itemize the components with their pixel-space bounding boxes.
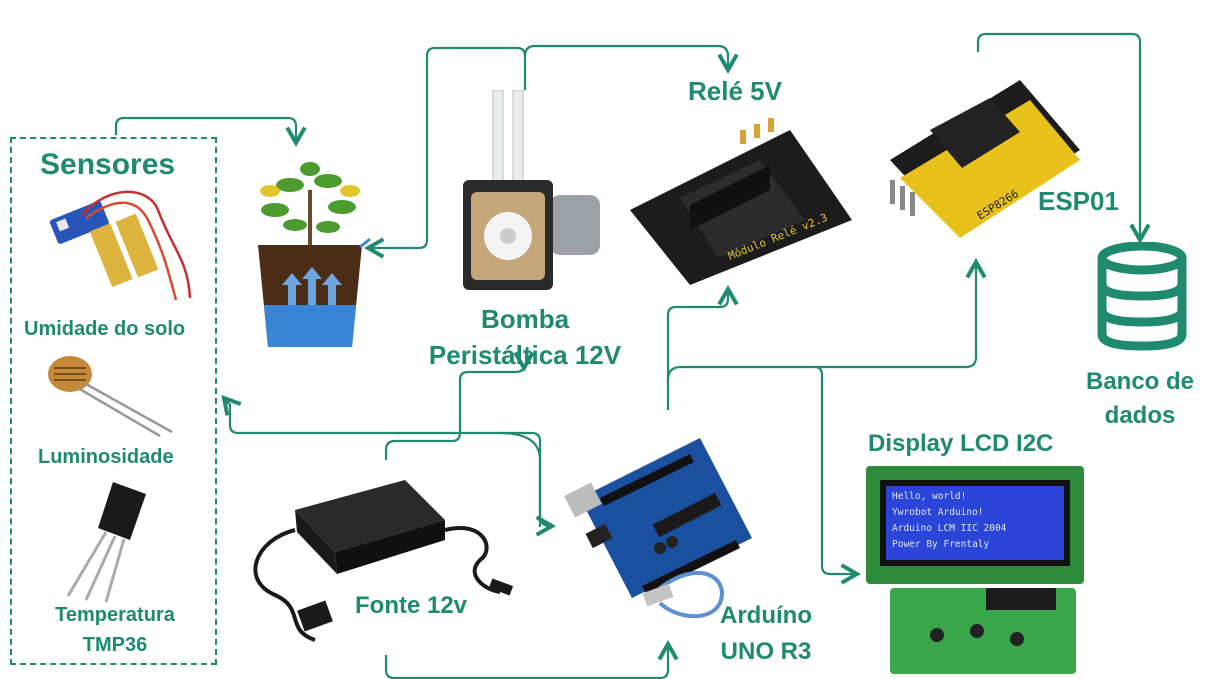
arrow-fonte-to-arduino-bottom xyxy=(384,640,679,679)
pump-label-line2: Peristáltica 12V xyxy=(428,340,622,370)
lcd-screen-line: Ywrobot Arduino! xyxy=(892,507,984,518)
arduino-label-line2: UNO R3 xyxy=(720,638,812,665)
sensors-group-box xyxy=(10,137,217,665)
light-sensor-label: Luminosidade xyxy=(38,446,174,468)
power-adapter-icon xyxy=(253,480,514,642)
arrow-pump-to-relay xyxy=(523,44,739,74)
arduino-label-line1: Arduíno xyxy=(720,602,812,629)
temp-sensor-label-line1: Temperatura xyxy=(55,604,175,626)
ldr-sensor-icon xyxy=(48,356,173,438)
arrow-pump-to-plant xyxy=(364,46,527,259)
lcd-back-pcb xyxy=(890,588,1076,674)
database-icon xyxy=(1097,242,1187,351)
soil-moisture-sensor-icon xyxy=(49,190,192,301)
power-label: Fonte 12v xyxy=(355,592,468,619)
lcd-display-icon: Hello, world! Ywrobot Arduino! Arduino L… xyxy=(866,466,1084,584)
sensors-title: Sensores xyxy=(40,148,176,181)
esp-label: ESP01 xyxy=(1038,186,1119,216)
arrow-sensors-to-arduino xyxy=(499,431,556,537)
database-label-line2: dados xyxy=(1104,402,1176,429)
pump-label-line1: Bomba xyxy=(480,304,570,334)
arrow-sensors-to-plant xyxy=(114,116,307,147)
lcd-label: Display LCD I2C xyxy=(868,430,1054,457)
database-label-line1: Banco de xyxy=(1085,368,1195,395)
tmp36-sensor-icon xyxy=(66,482,146,603)
arduino-board-icon xyxy=(564,438,752,619)
arrow-fonte-to-pump xyxy=(384,351,535,460)
relay-module-icon: Módulo Relé v2.3 xyxy=(630,118,852,285)
lcd-screen-line: Power By Frentaly xyxy=(892,539,990,550)
arrow-arduino-to-sensors xyxy=(221,394,542,527)
plant-pot-icon xyxy=(258,162,371,347)
lcd-screen: Hello, world! Ywrobot Arduino! Arduino L… xyxy=(880,480,1070,566)
soil-sensor-label: Umidade do solo xyxy=(24,318,186,340)
lcd-screen-line: Hello, world! xyxy=(892,491,967,502)
arrow-arduino-to-lcd xyxy=(814,365,861,585)
arrow-arduino-to-relay xyxy=(666,285,739,410)
lcd-screen-line: Arduino LCM IIC 2004 xyxy=(892,523,1007,534)
arrow-esp-to-database xyxy=(976,32,1151,244)
temp-sensor-label-line2: TMP36 xyxy=(82,634,148,656)
peristaltic-pump-icon xyxy=(463,90,600,290)
esp01-module-icon: ESP8266 xyxy=(890,80,1080,238)
relay-label: Relé 5V xyxy=(688,76,782,106)
arrow-arduino-to-esp xyxy=(666,258,987,381)
